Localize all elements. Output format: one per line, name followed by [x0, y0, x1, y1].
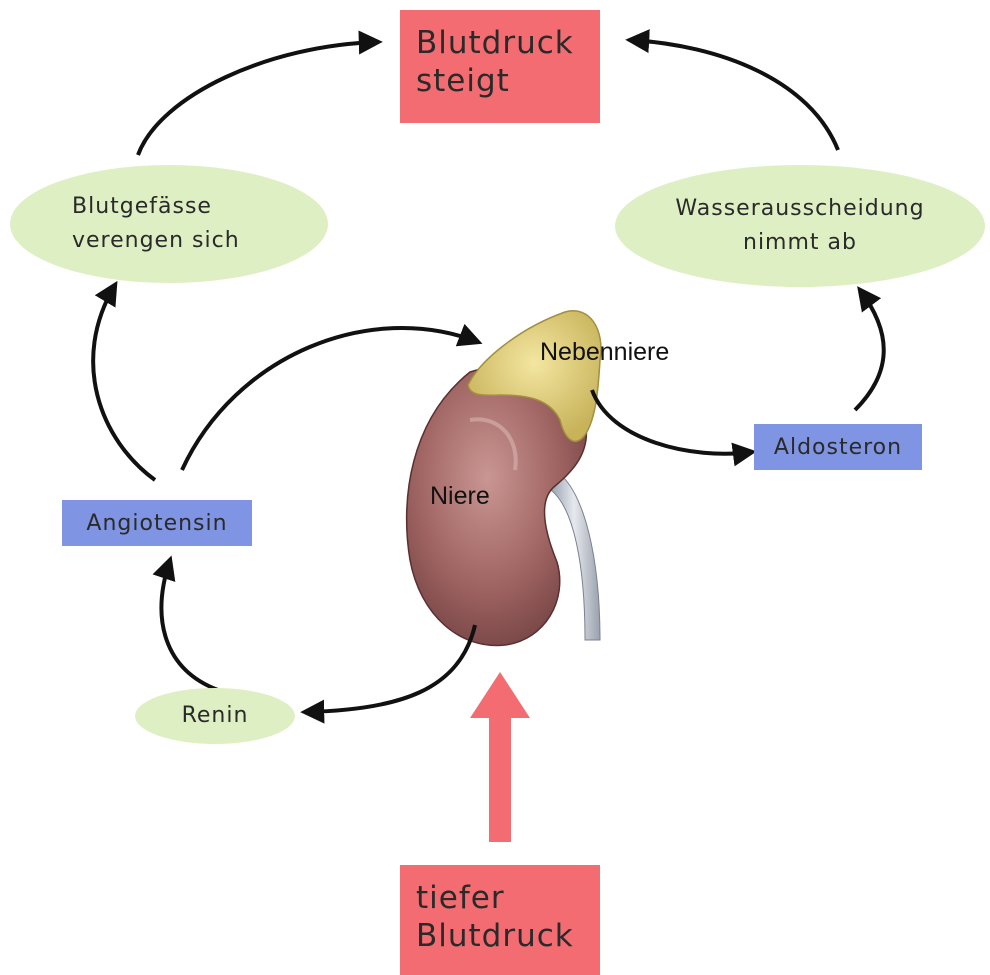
node-angiotensin: Angiotensin	[62, 500, 252, 546]
node-bp-rises: Blutdruck steigt	[400, 10, 600, 123]
node-water-line2: nimmt ab	[743, 226, 857, 260]
arrow-adrenal-to-aldosteron	[592, 390, 752, 454]
arrow-angiotensin-to-vessels	[93, 285, 155, 480]
arrow-vessels-to-bp	[138, 42, 378, 155]
low-bp-arrow	[470, 672, 530, 842]
node-renin-label: Renin	[182, 699, 249, 733]
arrow-renin-to-angiotensin	[161, 560, 218, 690]
ureter-illustration	[548, 470, 600, 640]
node-bp-rises-line2: steigt	[416, 62, 600, 100]
node-water-line1: Wasserausscheidung	[675, 192, 924, 226]
node-vessels-line1: Blutgefässe	[72, 190, 328, 224]
node-aldosteron: Aldosteron	[754, 424, 922, 470]
node-vessels-constrict: Blutgefässe verengen sich	[10, 165, 328, 283]
label-niere: Niere	[430, 482, 490, 511]
node-low-bp-line1: tiefer	[416, 879, 600, 917]
node-bp-rises-line1: Blutdruck	[416, 24, 600, 62]
node-angiotensin-label: Angiotensin	[86, 511, 227, 536]
node-water-excretion: Wasserausscheidung nimmt ab	[615, 165, 985, 287]
node-vessels-line2: verengen sich	[72, 224, 328, 258]
node-low-bp: tiefer Blutdruck	[400, 865, 600, 975]
node-low-bp-line2: Blutdruck	[416, 917, 600, 955]
arrow-kidney-to-renin	[305, 625, 475, 712]
label-nebenniere: Nebenniere	[540, 338, 669, 367]
node-renin: Renin	[135, 688, 295, 744]
arrow-water-to-bp	[630, 40, 838, 150]
node-aldosteron-label: Aldosteron	[774, 435, 902, 460]
arrow-aldosteron-to-water	[855, 290, 884, 410]
